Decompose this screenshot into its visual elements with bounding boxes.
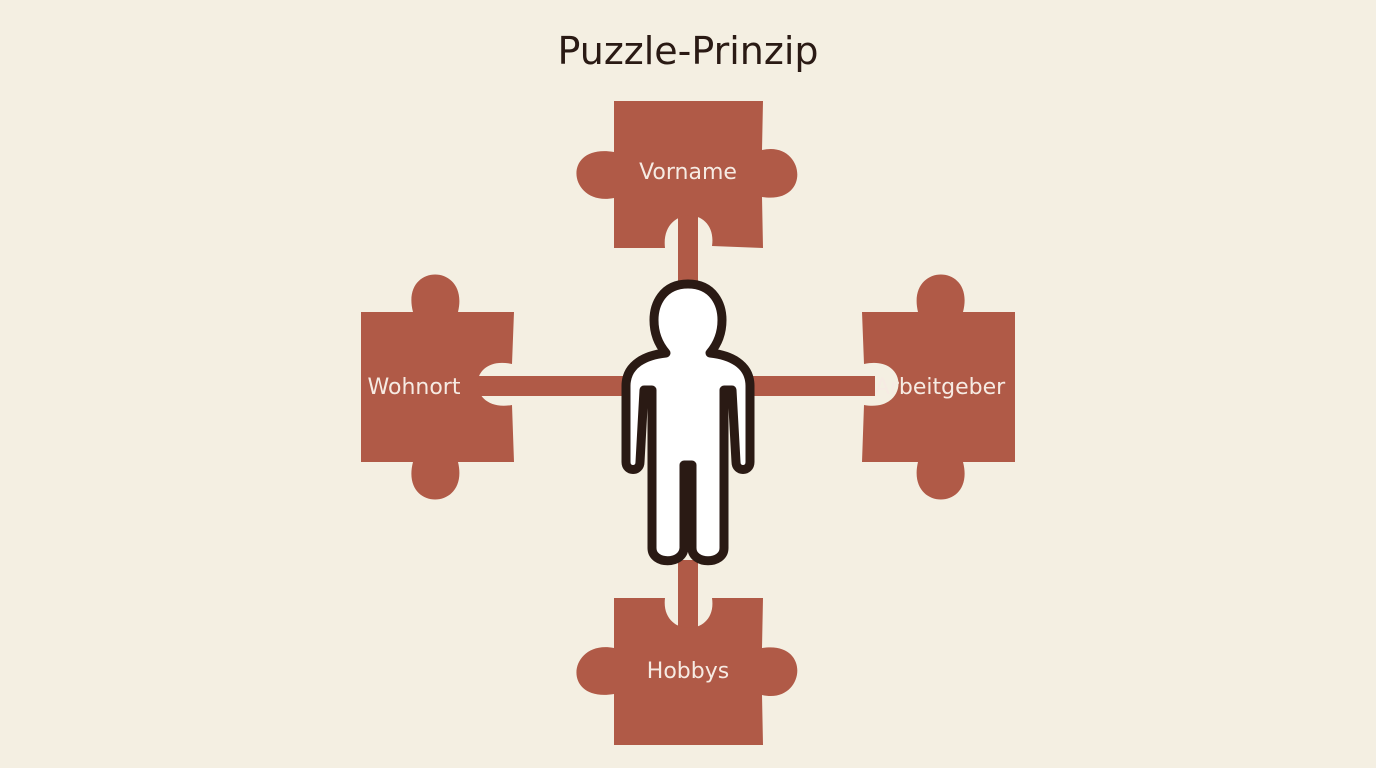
diagram-title: Puzzle-Prinzip (557, 29, 818, 73)
puzzle-piece-bottom-label: Hobbys (647, 659, 729, 684)
puzzle-piece-bottom-shape (576, 598, 798, 745)
person-icon (621, 279, 755, 566)
puzzle-piece-right-label: Arbeitgeber (875, 375, 1006, 400)
puzzle-piece-left-label: Wohnort (368, 375, 461, 400)
puzzle-piece-top-label: Vorname (639, 160, 737, 185)
connector-right (745, 376, 875, 396)
connectors (470, 200, 875, 640)
puzzle-piece-top-shape (576, 101, 798, 248)
puzzle-piece-top: Vorname (576, 101, 798, 248)
connector-left (470, 376, 630, 396)
puzzle-piece-right-shape (862, 274, 1015, 500)
puzzle-piece-left-shape (361, 274, 514, 500)
puzzle-piece-left: Wohnort (361, 274, 514, 500)
connector-bottom (678, 560, 698, 640)
person-icon-shape (621, 279, 755, 566)
puzzle-piece-right: Arbeitgeber (862, 274, 1015, 500)
connector-top (678, 200, 698, 295)
puzzle-piece-bottom: Hobbys (576, 598, 798, 745)
